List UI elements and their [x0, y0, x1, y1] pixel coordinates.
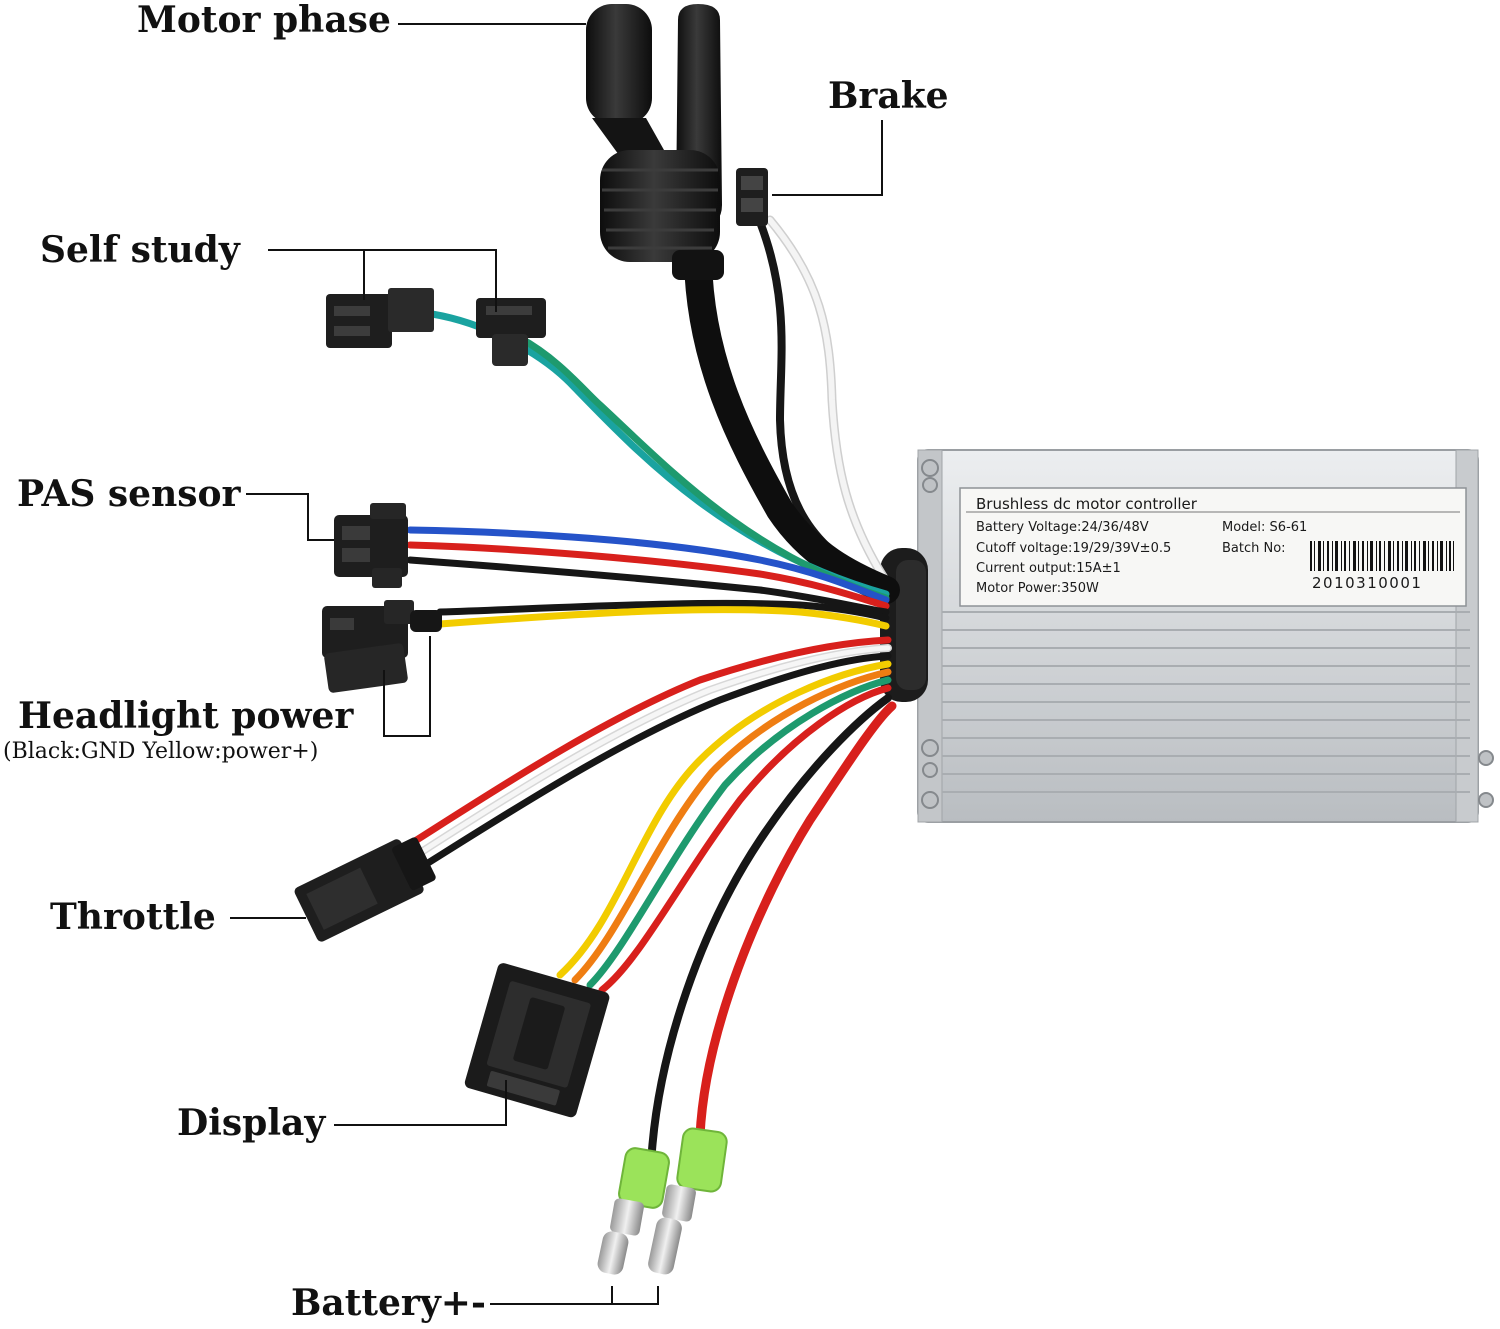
wire-harness: [400, 215, 900, 1154]
label-battery: Battery+-: [291, 1282, 486, 1324]
headlight-wire-black: [436, 599, 890, 622]
pas-sensor-connector: [334, 503, 408, 588]
plate-batch-no: Batch No:: [1222, 541, 1286, 556]
plate-motor-power: Motor Power:350W: [976, 581, 1099, 596]
plate-battery-voltage: Battery Voltage:24/36/48V: [976, 520, 1149, 535]
spec-label-plate: Brushless dc motor controller Battery Vo…: [959, 487, 1467, 607]
leader-display: [334, 1080, 507, 1126]
label-pas-sensor: PAS sensor: [17, 473, 241, 515]
plate-title: Brushless dc motor controller: [976, 495, 1198, 513]
battery-terminal-black: [597, 1147, 670, 1275]
label-self-study: Self study: [40, 229, 240, 271]
headlight-connector: [322, 600, 442, 693]
battery-terminal-red: [648, 1127, 728, 1275]
label-brake: Brake: [828, 75, 949, 117]
battery-wire-red: [695, 701, 897, 1141]
leader-pas-sensor: [246, 493, 334, 541]
throttle-wire-white-core: [409, 645, 891, 861]
leader-lines: [230, 23, 883, 1305]
leader-self-study: [268, 249, 497, 312]
display-wire-red: [598, 684, 892, 994]
headlight-wire-yellow: [436, 606, 890, 630]
leader-battery: [490, 1286, 659, 1305]
display-connector: [464, 963, 610, 1118]
leader-brake: [772, 120, 883, 196]
self-study-connector-right: [476, 298, 546, 366]
self-study-connector-left: [326, 288, 434, 348]
label-headlight-note: (Black:GND Yellow:power+): [3, 739, 319, 764]
motor-phase-plug: [586, 4, 724, 280]
barcode-number: 2010310001: [1312, 574, 1422, 592]
brake-connector: [736, 168, 768, 226]
label-display: Display: [177, 1102, 326, 1144]
display-wire-yellow: [556, 660, 892, 979]
pas-wire-blue: [406, 526, 890, 604]
throttle-wire-red: [400, 636, 892, 852]
label-throttle: Throttle: [50, 896, 216, 938]
display-wire-orange: [571, 668, 892, 984]
brake-wire-white-core: [767, 217, 887, 581]
motor-phase-cable: [684, 246, 900, 604]
barcode: [1310, 541, 1454, 571]
plate-cutoff-voltage: Cutoff voltage:19/29/39V±0.5: [976, 541, 1171, 556]
battery-wire-black: [648, 694, 892, 1154]
label-headlight-power: Headlight power: [18, 695, 354, 737]
throttle-connector: [294, 837, 436, 942]
display-wire-green: [586, 676, 892, 989]
plate-current-output: Current output:15A±1: [976, 561, 1121, 576]
pas-wire-red: [406, 541, 890, 610]
plate-model: Model: S6-61: [1222, 520, 1307, 535]
self-study-wire-2: [516, 334, 890, 602]
screw-heads: [921, 459, 1494, 809]
throttle-wire-black: [416, 652, 892, 872]
label-motor-phase: Motor phase: [137, 0, 391, 41]
pas-wire-black: [406, 556, 890, 616]
